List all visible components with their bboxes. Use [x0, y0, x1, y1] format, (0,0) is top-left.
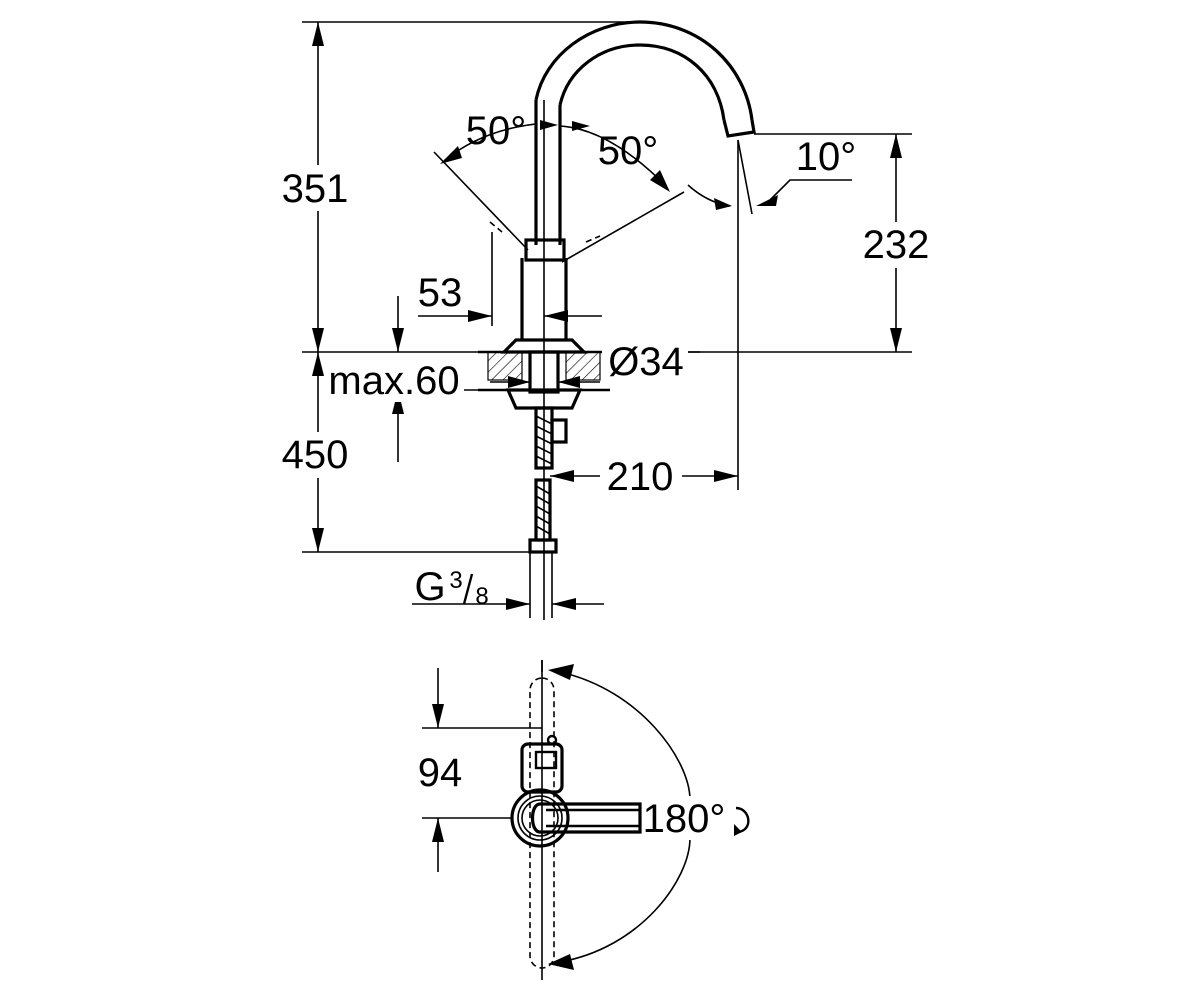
spout-axis-tilt	[737, 139, 753, 215]
countertop-hatch-left	[487, 351, 523, 381]
handle-swing-left	[433, 151, 529, 251]
arrow-34-left	[508, 376, 530, 388]
arrow-53-right	[544, 310, 568, 322]
supply-hose-braid	[535, 485, 551, 535]
dim-53-label: 53	[418, 271, 463, 315]
handle-swing-right	[561, 191, 685, 263]
arrow-53-left	[468, 310, 492, 322]
swivel-arc-top	[559, 671, 691, 801]
handle-ghost-left	[489, 221, 503, 233]
arrow-g-right	[552, 598, 576, 610]
arrow-94-top	[432, 704, 444, 728]
arrow-232-top	[890, 134, 902, 158]
spout-arc	[534, 20, 754, 121]
arrow-94-bottom	[432, 818, 444, 842]
top-handle-dot	[546, 734, 558, 746]
arrow-g-left	[506, 598, 530, 610]
arrow-swivel-bottom	[548, 954, 574, 970]
arrow-34-right	[558, 376, 580, 388]
arrow-351-top	[312, 22, 324, 46]
rod-clamp	[550, 418, 568, 444]
top-handle-body	[520, 742, 564, 794]
arrow-210-left	[550, 470, 574, 482]
handle-ghost-right	[585, 235, 601, 243]
dim-210-label: 210	[607, 455, 674, 499]
arrow-50-right	[650, 170, 670, 192]
dim-g-letter: G	[414, 565, 445, 609]
dim-g-fraction-slash	[462, 573, 474, 605]
side-view: 351 450 232 53 Ø34	[275, 20, 934, 620]
arrow-50-left	[440, 146, 462, 164]
spout-tip	[722, 119, 756, 138]
body-lower	[520, 258, 568, 340]
dim-60-label: max.60	[328, 359, 459, 403]
top-base-outer	[510, 788, 570, 848]
arrow-450-top	[312, 352, 324, 376]
angle-10-label: 10°	[796, 135, 857, 179]
rotation-symbol	[735, 806, 750, 834]
swivel-arc-bottom	[559, 837, 691, 963]
dim-g-numerator: 3	[449, 567, 462, 594]
angle-50-left-label: 50°	[466, 109, 527, 153]
dim-351-label: 351	[282, 167, 349, 211]
top-handle-lever	[534, 750, 558, 770]
arrow-50-top	[540, 120, 558, 130]
arrow-450-bottom	[312, 528, 324, 552]
dim-34-label: Ø34	[608, 340, 684, 384]
spout-swing-ghost	[529, 677, 555, 969]
arrow-10-left	[714, 198, 732, 210]
top-spout	[530, 802, 642, 834]
arrow-351-bottom	[312, 328, 324, 352]
leader-10	[769, 179, 852, 201]
body-collar	[524, 238, 566, 262]
arrow-210-right	[714, 470, 738, 482]
dim-180-label: 180°	[643, 797, 726, 841]
top-base-ring	[517, 795, 563, 841]
arrow-50-top-right	[572, 121, 590, 131]
angle-50-right-label: 50°	[598, 129, 659, 173]
top-spout-inner	[546, 808, 640, 828]
countertop-hatch-right	[565, 351, 601, 381]
rotation-symbol-arrow	[734, 824, 742, 836]
arc-50-right	[559, 125, 666, 186]
arrow-10-right	[756, 195, 778, 206]
spout-arc-inner	[558, 43, 726, 121]
body-column	[534, 100, 562, 245]
top-view: 94 180°	[418, 660, 750, 980]
dim-232-label: 232	[863, 223, 930, 267]
dim-450-label: 450	[282, 433, 349, 477]
dim-94-label: 94	[418, 751, 463, 795]
arrow-232-bottom	[890, 328, 902, 352]
hose-fitting	[528, 538, 558, 554]
arrow-60-top	[392, 328, 404, 352]
dim-g-denominator: 8	[475, 583, 488, 610]
mounting-nut	[505, 388, 583, 410]
arrow-swivel-top	[548, 664, 574, 680]
top-base-ring-2	[521, 799, 559, 837]
